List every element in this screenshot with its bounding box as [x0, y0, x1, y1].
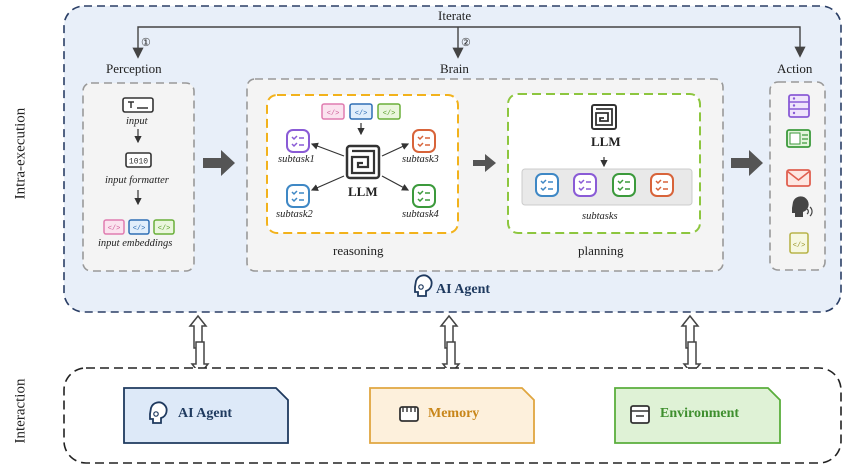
svg-text:</>: </> — [158, 225, 171, 233]
planning-llm-icon — [591, 104, 617, 130]
id-card-icon — [786, 129, 811, 148]
iterate-label: Iterate — [438, 8, 472, 23]
input-icon — [122, 97, 154, 113]
llm-maze-icon — [345, 144, 381, 180]
card-memory — [369, 387, 535, 444]
svg-text:</>: </> — [383, 110, 396, 118]
svg-text:1010: 1010 — [129, 158, 148, 167]
server-icon — [788, 94, 810, 118]
ai-agent-title: AI Agent — [436, 282, 491, 297]
subtask4-label: subtask4 — [402, 209, 439, 220]
svg-text:</>: </> — [108, 225, 121, 233]
arrow-brain-action — [731, 150, 763, 176]
step-1-marker: ① — [141, 37, 151, 49]
arrow-perception-brain — [203, 150, 235, 176]
reasoning-label: reasoning — [333, 243, 384, 258]
card-environment-label: Environment — [660, 406, 740, 421]
arrow-reasoning-planning — [473, 154, 496, 172]
subtask3-icon — [412, 129, 436, 153]
svg-text:</>: </> — [327, 110, 340, 118]
input-embeddings-label: input embeddings — [98, 238, 173, 249]
card-memory-label: Memory — [428, 406, 480, 421]
action-title: Action — [777, 61, 813, 76]
memory-card-icon — [399, 406, 419, 422]
subtask3-label: subtask3 — [402, 154, 439, 165]
agent-head-icon — [414, 274, 433, 297]
interaction-label: Interaction — [12, 378, 29, 444]
double-arrow-right — [680, 314, 702, 376]
step-2-marker: ② — [461, 37, 471, 49]
planning-label: planning — [578, 243, 624, 258]
double-arrow-left — [188, 314, 210, 376]
input-label: input — [126, 116, 148, 127]
embedding-icons: </> </> </> — [103, 219, 175, 235]
card-environment — [614, 387, 781, 444]
reasoning-llm-label: LLM — [348, 184, 378, 199]
speaking-head-icon — [792, 196, 813, 217]
svg-text:</>: </> — [793, 242, 806, 250]
subtask2-icon — [286, 184, 310, 208]
code-doc-icon: </> — [789, 232, 809, 254]
svg-text:</>: </> — [133, 225, 146, 233]
subtask4-icon — [412, 184, 436, 208]
double-arrow-middle — [439, 314, 461, 376]
intra-execution-label: Intra-execution — [12, 107, 29, 200]
input-formatter-label: input formatter — [105, 175, 169, 186]
svg-text:</>: </> — [355, 110, 368, 118]
brain-title: Brain — [440, 61, 469, 76]
perception-title: Perception — [106, 61, 162, 76]
card-agent-head-icon — [149, 401, 168, 424]
subtask2-label: subtask2 — [276, 209, 313, 220]
environment-box-icon — [630, 405, 650, 424]
card-ai-agent — [123, 387, 289, 444]
formatter-icon: 1010 — [125, 152, 152, 168]
subtask1-icon — [286, 129, 310, 153]
card-ai-agent-label: AI Agent — [178, 406, 233, 421]
subtasks-label: subtasks — [582, 211, 618, 222]
mail-icon — [786, 169, 811, 187]
planning-llm-label: LLM — [591, 134, 621, 149]
subtask1-label: subtask1 — [278, 154, 315, 165]
